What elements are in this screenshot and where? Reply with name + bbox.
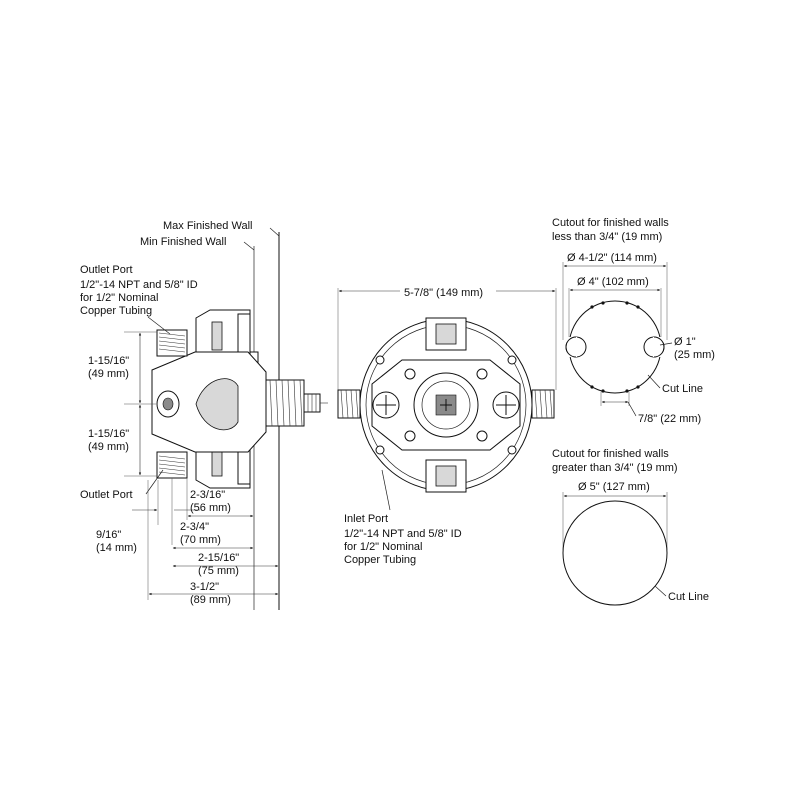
outlet-bottom-leader: [145, 469, 164, 495]
inlet-leader: [381, 469, 391, 511]
cutout-large-circle: [562, 500, 668, 606]
max-wall-leader: [269, 227, 280, 237]
dim-offset-value: 9/16": [96, 529, 121, 541]
side-view: Max Finished Wall Min Finished Wall Outl…: [80, 220, 328, 610]
mount-hole-4: [476, 430, 488, 442]
cutout-small-subtitle: less than 3/4" (19 mm): [552, 231, 662, 243]
dim-depth-d-value: 3-1/2": [190, 581, 219, 593]
outlet-top-leader: [147, 316, 171, 335]
cutout-small-inner-dia: Ø 4" (102 mm): [577, 276, 649, 288]
bracket-rib-top: [211, 321, 223, 351]
min-finished-wall-label: Min Finished Wall: [140, 236, 226, 248]
ring-hole-3: [375, 445, 385, 455]
dim-lower-metric: (49 mm): [88, 441, 129, 453]
dim-depth-b-metric: (70 mm): [180, 534, 221, 546]
cutout-small-title: Cutout for finished walls: [552, 217, 669, 229]
outlet-port-top: [156, 329, 188, 357]
outlet-port-top-spec3: Copper Tubing: [80, 305, 152, 317]
cutout-large-subtitle: greater than 3/4" (19 mm): [552, 462, 678, 474]
cutout-small-cut-line: Cut Line: [662, 383, 703, 395]
inlet-port-right: [531, 389, 555, 419]
outlet-boss-top-bore: [435, 323, 457, 345]
cutout-small-hole-dia: Ø 1": [674, 336, 696, 348]
dim-depth-a-value: 2-3/16": [190, 489, 225, 501]
dim-depth-b-value: 2-3/4": [180, 521, 209, 533]
inlet-port-label: Inlet Port: [344, 513, 388, 525]
max-finished-wall-label: Max Finished Wall: [163, 220, 252, 232]
mount-hole-2: [476, 368, 488, 380]
ring-hole-2: [507, 355, 517, 365]
min-wall-leader: [243, 241, 255, 251]
inlet-port-spec: 1/2"-14 NPT and 5/8" ID: [344, 528, 462, 540]
bonnet-thread: [269, 379, 303, 427]
front-width-label: 5-7/8" (149 mm): [404, 287, 483, 299]
cutout-small-spacing: 7/8" (22 mm): [638, 413, 701, 425]
outlet-port-top-spec2: for 1/2" Nominal: [80, 292, 159, 304]
cartridge-ring: [421, 380, 471, 430]
outlet-port-top-spec: 1/2"-14 NPT and 5/8" ID: [80, 279, 198, 291]
mount-hole-3: [404, 430, 416, 442]
dim-offset-metric: (14 mm): [96, 542, 137, 554]
inlet-port-spec2: for 1/2" Nominal: [344, 541, 423, 553]
dim-depth-a-metric: (56 mm): [190, 502, 231, 514]
cutout-small-dots: [590, 301, 640, 393]
outlet-port-top-label: Outlet Port: [80, 264, 133, 276]
dim-depth-c-metric: (75 mm): [198, 565, 239, 577]
dim-depth-d-metric: (89 mm): [190, 594, 231, 606]
dim-upper-value: 1-15/16": [88, 355, 129, 367]
dim-upper-metric: (49 mm): [88, 368, 129, 380]
outlet-port-bottom-label: Outlet Port: [80, 489, 133, 501]
side-port-bore: [162, 397, 174, 411]
mount-hole-1: [404, 368, 416, 380]
inlet-thread-left: [340, 389, 359, 419]
front-view: 5-7/8" (149 mm): [337, 287, 557, 566]
cutout-small: Cutout for finished walls less than 3/4"…: [552, 217, 715, 425]
outlet-boss-bottom-bore: [435, 465, 457, 487]
inlet-port-spec3: Copper Tubing: [344, 554, 416, 566]
ring-hole-4: [507, 445, 517, 455]
inlet-port-left: [337, 389, 361, 419]
cutout-large-dia: Ø 5" (127 mm): [578, 481, 650, 493]
cutout-large: Cutout for finished walls greater than 3…: [552, 448, 709, 606]
cutout-small-hole-metric: (25 mm): [674, 349, 715, 361]
outlet-thread-top: [158, 332, 186, 353]
outlet-thread-bottom: [158, 455, 186, 476]
bonnet: [265, 379, 305, 427]
ring-hole-1: [375, 355, 385, 365]
inlet-thread-right: [534, 389, 553, 419]
dim-depth-c-value: 2-15/16": [198, 552, 239, 564]
valve-boss: [195, 378, 239, 431]
cutout-small-outer-dia: Ø 4-1/2" (114 mm): [567, 252, 657, 264]
outlet-port-bottom: [156, 451, 188, 479]
cutout-large-cut-line: Cut Line: [668, 591, 709, 603]
cutout-large-title: Cutout for finished walls: [552, 448, 669, 460]
dim-lower-value: 1-15/16": [88, 428, 129, 440]
